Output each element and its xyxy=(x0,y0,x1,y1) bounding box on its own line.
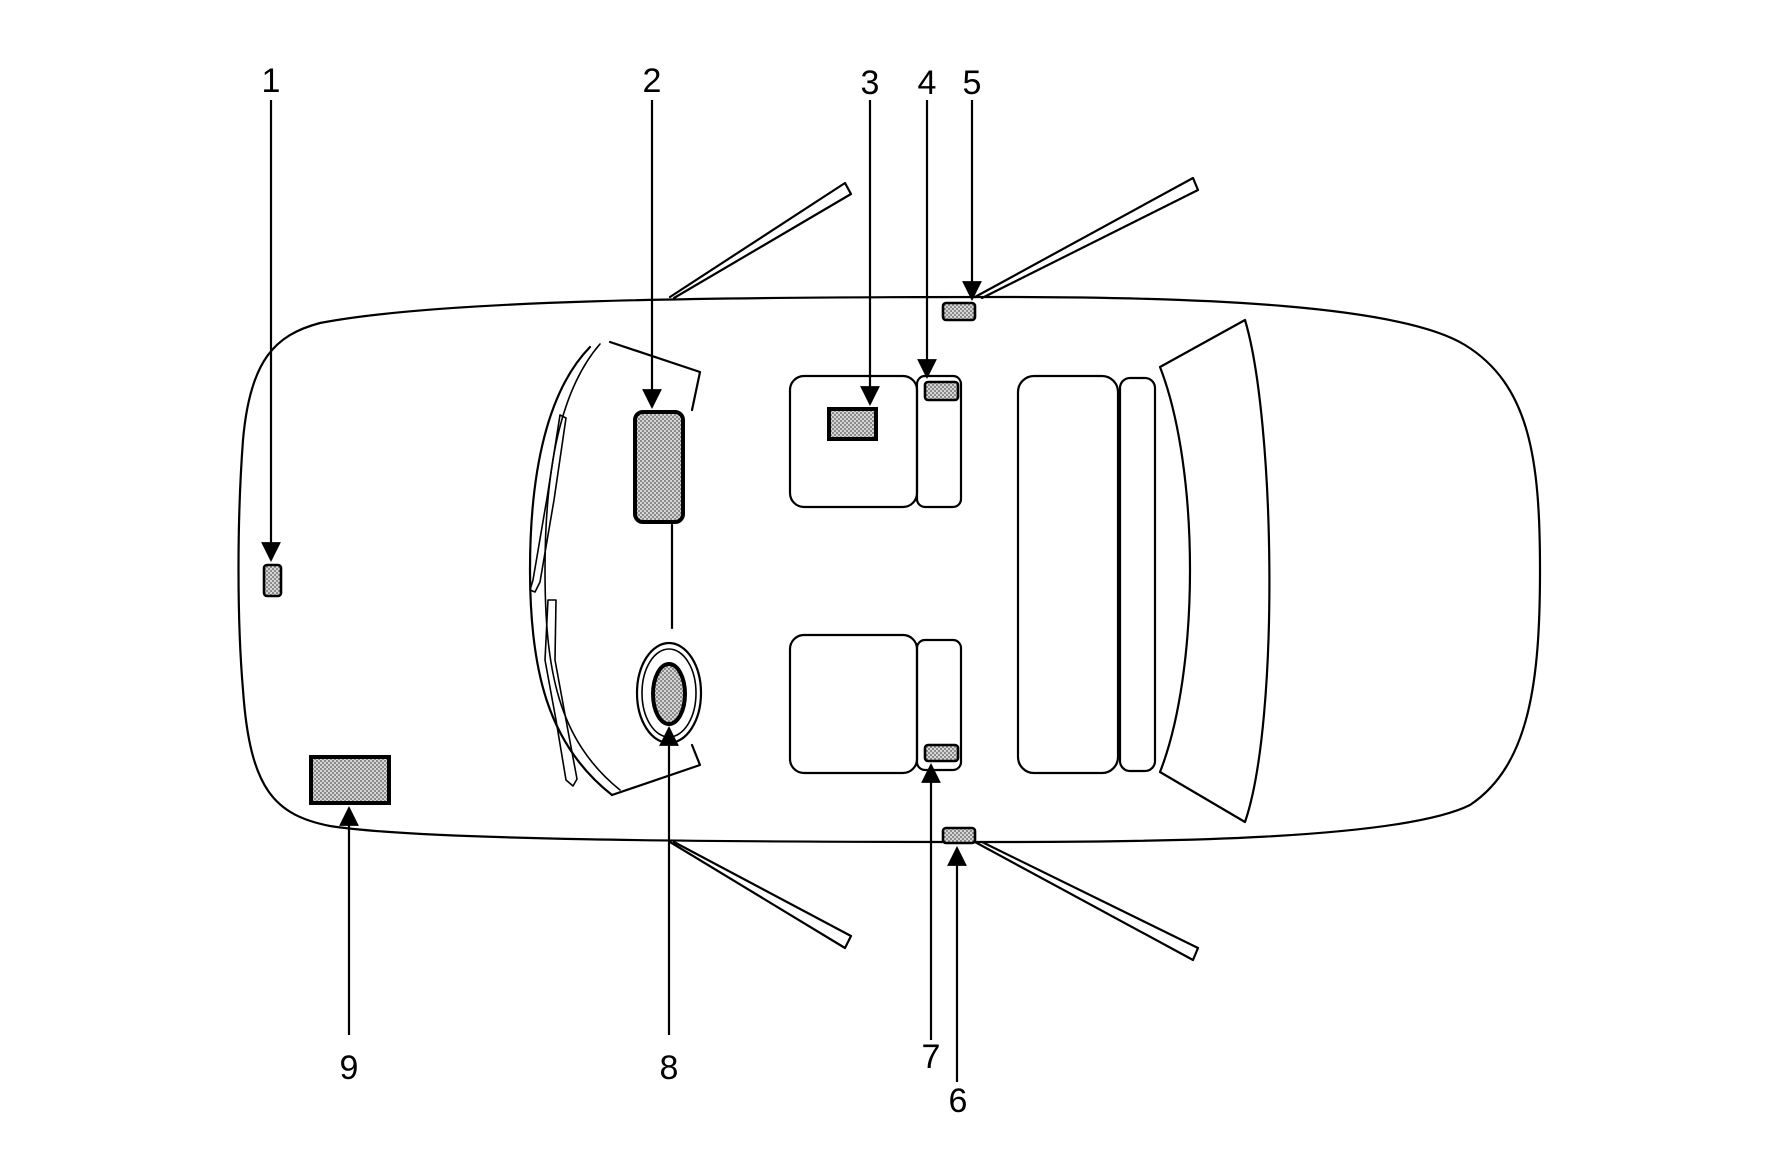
component-3 xyxy=(827,407,878,441)
left-front-seat xyxy=(788,374,963,509)
rear-window xyxy=(1158,318,1271,824)
callout-4: 4 xyxy=(918,64,937,102)
callout-3: 3 xyxy=(861,64,880,102)
component-2 xyxy=(633,410,685,524)
windshield xyxy=(528,340,702,797)
component-5 xyxy=(941,301,977,322)
windshield-wipers xyxy=(529,414,578,787)
rear-seat xyxy=(1016,374,1157,775)
component-9 xyxy=(309,755,391,805)
callout-7: 7 xyxy=(922,1038,941,1076)
right-front-door xyxy=(668,840,853,950)
callout-2: 2 xyxy=(643,62,662,100)
callout-6: 6 xyxy=(949,1082,968,1120)
callout-1: 1 xyxy=(262,62,281,100)
component-1 xyxy=(262,563,283,598)
component-7 xyxy=(923,743,960,763)
vehicle-body-outline xyxy=(237,295,1542,844)
component-6 xyxy=(941,826,977,845)
left-rear-door xyxy=(973,176,1200,300)
callout-8: 8 xyxy=(660,1049,679,1087)
callout-9: 9 xyxy=(340,1049,359,1087)
left-front-door xyxy=(668,181,853,300)
callout-5: 5 xyxy=(963,64,982,102)
component-4 xyxy=(923,380,960,402)
right-rear-door xyxy=(973,840,1200,962)
